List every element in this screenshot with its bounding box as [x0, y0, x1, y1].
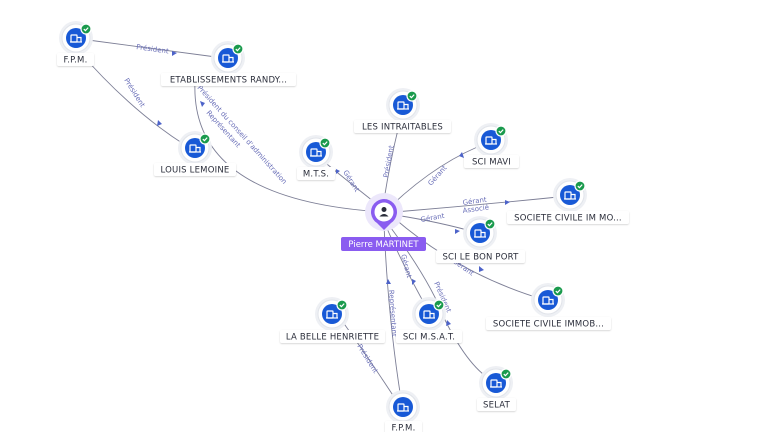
company-node[interactable]: SELAT [477, 366, 516, 411]
person-node[interactable]: Pierre MARTINET [341, 193, 426, 251]
arrow-marker [336, 169, 340, 174]
company-label: M.T.S. [303, 170, 329, 180]
arrow-marker [157, 120, 162, 126]
company-icon [542, 296, 554, 305]
arrow-marker [505, 200, 510, 205]
company-label: ETABLISSEMENTS RANDY... [170, 76, 287, 86]
arrow-marker [386, 279, 391, 284]
company-icon [310, 148, 322, 157]
person-icon [379, 207, 389, 217]
verified-check-icon [433, 299, 445, 311]
company-label: F.P.M. [64, 56, 88, 66]
arrow-marker [172, 51, 177, 56]
company-label-box [507, 211, 629, 224]
company-label: SOCIETE CIVILE IM MO... [514, 214, 622, 224]
edge-center-scimo [394, 195, 569, 213]
company-label-box [385, 421, 422, 432]
company-label-box [280, 330, 385, 343]
company-icon [564, 191, 576, 200]
edge-label: Gérant [462, 196, 487, 207]
company-label: SELAT [483, 401, 511, 411]
person-label-box [341, 237, 426, 251]
company-label-box [354, 120, 451, 133]
company-label-box [486, 317, 611, 330]
company-label-box [161, 73, 296, 86]
company-icon [222, 54, 234, 63]
company-label: SCI MAVI [472, 158, 511, 168]
company-label-box [154, 163, 236, 176]
company-label-box [57, 53, 94, 66]
company-node[interactable]: SCI M.S.A.T. [396, 297, 462, 343]
company-node[interactable]: M.T.S. [297, 135, 335, 180]
company-node[interactable]: F.P.M. [385, 390, 422, 432]
company-icon [490, 379, 502, 388]
company-icon [397, 101, 409, 110]
verified-check-icon [336, 299, 348, 311]
company-label: SOCIETE CIVILE IMMOB... [493, 320, 604, 330]
company-node[interactable]: LES INTRAITABLES [354, 88, 451, 133]
company-icon [70, 34, 82, 43]
edge-label: Président [382, 145, 396, 179]
edge-arrows [157, 51, 510, 326]
company-label-box [477, 398, 516, 411]
company-node[interactable]: SCI LE BON PORT [436, 216, 525, 263]
arrow-marker [479, 266, 484, 272]
company-label-box [464, 155, 519, 168]
edge-center-scimmob [393, 217, 546, 301]
arrow-marker [459, 152, 464, 158]
company-icon [485, 136, 497, 145]
arrow-marker [200, 101, 205, 107]
company-node[interactable]: LA BELLE HENRIETTE [280, 297, 385, 343]
arrow-marker [455, 229, 460, 234]
verified-check-icon [574, 180, 586, 192]
edge-fpm-randy [87, 39, 217, 58]
arrow-marker [446, 320, 451, 326]
company-label-box [396, 330, 462, 343]
company-label: SCI M.S.A.T. [403, 333, 455, 343]
edge-label: Associé [462, 203, 489, 215]
company-label: SCI LE BON PORT [442, 253, 519, 263]
verified-check-icon [406, 90, 418, 102]
edge-label: Président [122, 77, 146, 109]
company-label-box [297, 167, 335, 180]
edge-label: Gérant [427, 164, 449, 187]
company-icon [189, 144, 201, 153]
verified-check-icon [552, 285, 564, 297]
verified-check-icon [80, 23, 92, 35]
company-node[interactable]: ETABLISSEMENTS RANDY... [161, 41, 296, 86]
company-node[interactable]: SOCIETE CIVILE IM MO... [507, 178, 629, 224]
edge-label: Président [136, 43, 170, 56]
company-node[interactable]: F.P.M. [57, 21, 94, 66]
person-label: Pierre MARTINET [348, 240, 419, 250]
company-icon [423, 310, 435, 319]
company-label-box [436, 250, 525, 263]
verified-check-icon [232, 43, 244, 55]
company-node[interactable]: SOCIETE CIVILE IMMOB... [486, 283, 611, 330]
verified-check-icon [319, 137, 331, 149]
company-label: F.P.M. [392, 424, 416, 432]
edge-center-selat [387, 223, 496, 383]
verified-check-icon [495, 125, 507, 137]
arrow-marker [412, 279, 416, 285]
company-node[interactable]: SCI MAVI [464, 123, 519, 168]
verified-check-icon [484, 218, 496, 230]
edge-label: Représentant [387, 290, 398, 338]
company-label: LOUIS LEMOINE [161, 166, 230, 176]
company-node[interactable]: LOUIS LEMOINE [154, 131, 236, 176]
edge-fpm-lemoine [77, 49, 186, 146]
verified-check-icon [500, 368, 512, 380]
edge-center-randy [194, 81, 384, 213]
edge-label: Gérant [341, 169, 361, 194]
company-label: LA BELLE HENRIETTE [286, 333, 379, 343]
company-icon [326, 310, 338, 319]
company-icon [397, 403, 409, 412]
verified-check-icon [199, 133, 211, 145]
company-label: LES INTRAITABLES [362, 123, 443, 133]
edge-belle-fpm-bottom [339, 317, 397, 401]
edge-label: Président [355, 343, 379, 375]
company-icon [474, 229, 486, 238]
